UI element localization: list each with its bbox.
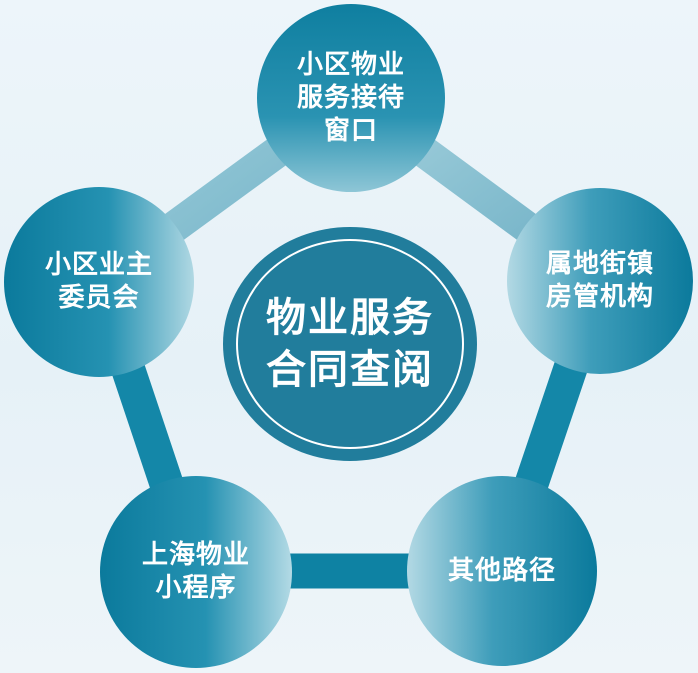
center-title-line: 物业服务 — [266, 295, 434, 341]
node-label-line: 小区物业 — [296, 49, 405, 80]
node-label-line: 窗口 — [323, 115, 378, 146]
node-label-line: 属地街镇 — [545, 249, 654, 279]
center-title-line: 合同查阅 — [266, 347, 434, 393]
node-street-housing-agency: 属地街镇 房管机构 — [507, 188, 693, 374]
node-property-service-window: 小区物业 服务接待 窗口 — [257, 4, 445, 192]
node-other-channels: 其他路径 — [407, 476, 597, 666]
node-label-line: 其他路径 — [447, 555, 556, 586]
center-ring — [236, 239, 464, 449]
node-label-line: 房管机构 — [545, 282, 654, 312]
node-label-line: 小程序 — [155, 573, 237, 603]
center-hub: 物业服务 合同查阅 — [223, 227, 477, 461]
node-owners-committee: 小区业主 委员会 — [4, 187, 194, 377]
node-shanghai-property-miniprogram: 上海物业 小程序 — [100, 476, 292, 668]
node-label-line: 上海物业 — [141, 540, 250, 570]
node-label-line: 委员会 — [58, 283, 140, 313]
node-label-line: 小区业主 — [44, 250, 153, 280]
node-label-line: 服务接待 — [296, 82, 405, 113]
center-title: 物业服务 合同查阅 — [266, 292, 434, 396]
